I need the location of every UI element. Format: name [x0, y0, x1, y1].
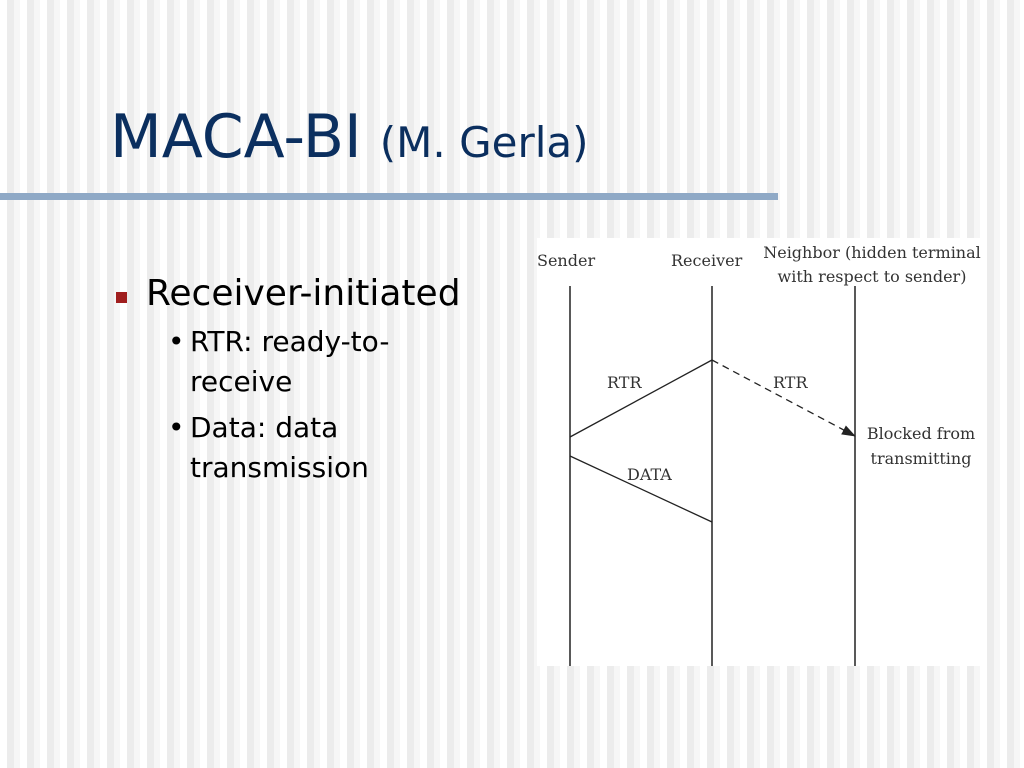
- data-arrow-to-receiver: [569, 455, 713, 523]
- title-divider: [0, 193, 778, 200]
- sub-bullet-text-line1: Data: data: [190, 411, 339, 444]
- sub-bullet-item: • Data: data transmission: [168, 408, 490, 488]
- dot-bullet-icon: •: [168, 325, 185, 358]
- sub-bullet-text-line2: receive: [190, 365, 293, 398]
- maca-bi-timing-diagram: Sender Receiver Neighbor (hidden termina…: [537, 238, 987, 666]
- dot-bullet-icon: •: [168, 411, 185, 444]
- slide-title-sub: (M. Gerla): [379, 118, 589, 167]
- rtr-arrow-to-sender: [569, 359, 713, 438]
- neighbor-label-line2: with respect to sender): [778, 267, 967, 286]
- blocked-label-line2: transmitting: [871, 449, 972, 468]
- data-label: DATA: [627, 465, 672, 484]
- receiver-label: Receiver: [671, 251, 743, 270]
- rtr-label-left: RTR: [607, 373, 642, 392]
- sub-bullet-item: • RTR: ready-to- receive: [168, 322, 490, 402]
- bullet-text: Receiver-initiated: [146, 273, 461, 314]
- slide-title-main: MACA-BI: [110, 102, 362, 172]
- rtr-label-right: RTR: [773, 373, 808, 392]
- sub-bullet-text-line1: RTR: ready-to-: [190, 325, 390, 358]
- square-bullet-icon: [116, 292, 127, 303]
- diagram-background: [537, 238, 987, 666]
- timing-diagram-svg: Sender Receiver Neighbor (hidden termina…: [537, 238, 987, 666]
- neighbor-label-line1: Neighbor (hidden terminal: [763, 243, 981, 262]
- bullet-item: Receiver-initiated: [112, 270, 512, 318]
- slide-title: MACA-BI (M. Gerla): [110, 102, 589, 172]
- bullet-list: Receiver-initiated • RTR: ready-to- rece…: [112, 270, 512, 494]
- rtr-arrow-to-neighbor: [711, 359, 856, 437]
- sub-bullet-text-line2: transmission: [190, 451, 369, 484]
- sender-label: Sender: [537, 251, 595, 270]
- sub-bullet-list: • RTR: ready-to- receive • Data: data tr…: [168, 322, 512, 488]
- blocked-label-line1: Blocked from: [867, 424, 975, 443]
